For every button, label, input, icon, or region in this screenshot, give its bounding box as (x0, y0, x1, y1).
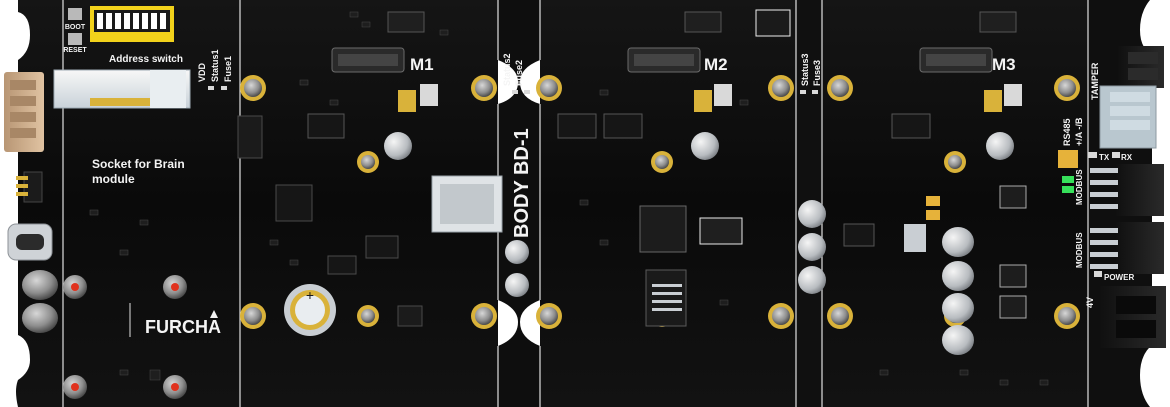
usb-c-connector[interactable] (7, 223, 53, 261)
power-connector[interactable] (1100, 286, 1166, 348)
rx-led (1112, 152, 1120, 158)
divider-capacitors (798, 200, 826, 294)
smd-scatter (89, 11, 1049, 386)
fuse3-label: Fuse3 (812, 60, 822, 86)
tamper-connector[interactable] (1118, 46, 1164, 88)
bd1-standoffs (505, 240, 529, 297)
modbus-connector-a[interactable] (1090, 164, 1164, 216)
boot-label: BOOT (65, 24, 86, 31)
status3-leds (800, 90, 818, 94)
reset-button[interactable] (68, 33, 82, 45)
standoff-left (22, 270, 58, 333)
status1-label: Status1 (210, 49, 220, 82)
furcha-logo: FURCHA (145, 317, 221, 337)
boot-button[interactable] (68, 8, 82, 20)
tamper-label: TAMPER (1090, 62, 1100, 100)
reset-label: RESET (63, 47, 87, 54)
rs485-connector[interactable] (1099, 85, 1157, 149)
furcha-logo-mark (210, 310, 218, 318)
tx-label: TX (1099, 153, 1110, 162)
coin-cell-holder[interactable]: + (284, 284, 336, 336)
rs485-label: RS485 (1062, 118, 1072, 146)
sd-card-slot[interactable] (431, 175, 503, 233)
svg-text:+: + (306, 287, 314, 303)
m3-label: M3 (992, 55, 1016, 74)
v4-label: 4V (1085, 297, 1095, 308)
address-dip-switch[interactable] (90, 6, 174, 42)
address-switch-label: Address switch (109, 54, 183, 65)
status2-label: Status2 (502, 53, 512, 86)
brain-socket-label-2: module (92, 172, 135, 186)
m2-label: M2 (704, 55, 728, 74)
vdd-label: VDD (197, 62, 207, 82)
rx-label: RX (1121, 153, 1133, 162)
modbus-green-leds (1062, 176, 1074, 193)
rs485-ab-label: +/A -/B (1074, 117, 1084, 146)
m1-module-connector[interactable] (331, 47, 405, 73)
status1-leds (208, 86, 227, 90)
section-dividers (62, 0, 1089, 407)
power-label: POWER (1104, 273, 1134, 282)
brain-socket[interactable] (53, 69, 191, 109)
m1-label: M1 (410, 55, 434, 74)
pin-header-small[interactable] (16, 171, 43, 203)
modbus-connector-b[interactable] (1090, 222, 1164, 274)
m2-module-connector[interactable] (627, 47, 701, 73)
red-standoffs (63, 275, 187, 399)
m2-components (557, 9, 791, 327)
m3-capacitor-stack (942, 227, 974, 355)
modbus-label-a: MODBUS (1075, 169, 1084, 205)
tx-led (1088, 152, 1097, 158)
fuse1-label: Fuse1 (223, 56, 233, 82)
m3-module-connector[interactable] (919, 47, 993, 73)
power-led (1094, 271, 1102, 277)
tan-header-connector[interactable] (4, 72, 44, 152)
status2-leds (512, 90, 530, 94)
brain-socket-label-1: Socket for Brain (92, 157, 185, 171)
modbus-label-b: MODBUS (1075, 232, 1084, 268)
board-title: BODY BD-1 (511, 128, 533, 238)
status3-label: Status3 (800, 53, 810, 86)
m1-components (237, 11, 438, 327)
m3-components (843, 11, 1078, 319)
fuse2-label: Fuse2 (514, 60, 524, 86)
